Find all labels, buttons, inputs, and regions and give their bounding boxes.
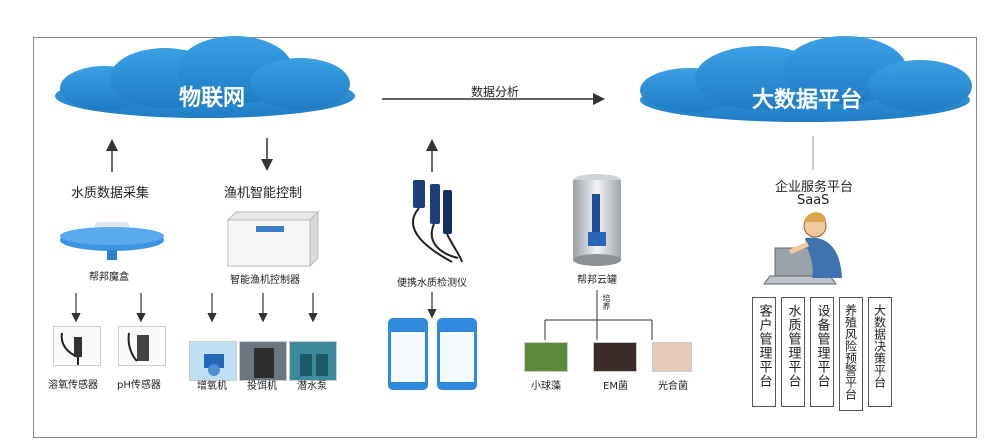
- machine-label-1: 投饵机: [247, 381, 277, 392]
- controller-device: [226, 210, 320, 268]
- bigdata-cloud: [640, 36, 972, 122]
- ph-sensor-image: [118, 326, 166, 366]
- portable-meter-device: [412, 180, 463, 263]
- portable-caption: 便携水质检测仪: [397, 278, 467, 289]
- magic-box-caption: 帮邦魔盒: [89, 272, 129, 283]
- platform-customer: 客户管理平台: [752, 297, 776, 407]
- platform-risk-warning: 养殖风险预警平台: [839, 297, 863, 411]
- bacteria-label-1: EM菌: [603, 381, 628, 392]
- fishing-control-title: 渔机智能控制: [224, 186, 303, 201]
- machine-label-2: 潜水泵: [297, 381, 327, 392]
- saas-title: 企业服务平台: [775, 180, 854, 195]
- bigdata-cloud-label: 大数据平台: [752, 88, 863, 113]
- cloud-tank-caption: 帮邦云罐: [577, 275, 617, 286]
- em-bacteria-image: [593, 342, 637, 372]
- controller-caption: 智能渔机控制器: [230, 275, 300, 286]
- phone-right: [437, 318, 477, 390]
- data-analysis-label: 数据分析: [471, 85, 520, 99]
- phone-left: [388, 318, 428, 390]
- sensor-label-0: 溶氧传感器: [48, 380, 98, 391]
- platform-big-data-decision: 大数据决策平台: [868, 297, 892, 407]
- platform-water-quality: 水质管理平台: [781, 297, 805, 407]
- cloud-tank-device: [573, 174, 621, 266]
- diagram-frame: [33, 37, 977, 438]
- photosynthetic-bacteria-image: [652, 342, 692, 372]
- pump-image: [289, 341, 337, 381]
- iot-cloud: [55, 36, 355, 118]
- feeder-image: [239, 341, 287, 381]
- sensor-label-1: pH传感器: [117, 380, 161, 391]
- magic-box-device: [60, 222, 164, 260]
- chlorella-image: [524, 342, 568, 372]
- saas-subtitle: SaaS: [797, 193, 830, 208]
- machine-label-0: 增氧机: [197, 381, 227, 392]
- culture-label: 培养: [602, 294, 611, 310]
- business-person-illustration: [763, 212, 842, 285]
- do-sensor-image: [53, 326, 101, 366]
- aerator-image: [189, 341, 237, 381]
- bacteria-label-0: 小球藻: [531, 381, 561, 392]
- water-collect-title: 水质数据采集: [71, 186, 150, 201]
- iot-cloud-label: 物联网: [179, 86, 246, 111]
- platform-equipment: 设备管理平台: [810, 297, 834, 407]
- bacteria-label-2: 光合菌: [658, 381, 688, 392]
